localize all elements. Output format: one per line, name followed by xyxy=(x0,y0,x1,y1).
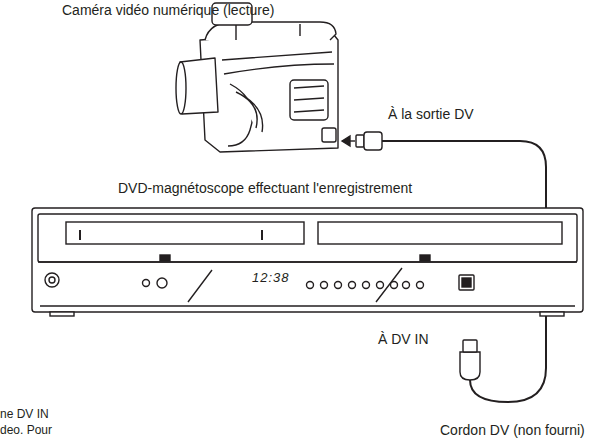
cable-label: Cordon DV (non fourni) xyxy=(440,422,585,438)
dvd-recorder xyxy=(32,208,583,316)
cropped-note: deo. Pour xyxy=(0,423,52,437)
port-label: À DV IN xyxy=(378,331,429,347)
device-label: Caméra vidéo numérique (lecture) xyxy=(62,2,274,18)
port-label: À la sortie DV xyxy=(388,106,474,122)
camcorder xyxy=(176,3,338,152)
display-text: 12:38 xyxy=(252,270,290,286)
device-label: DVD-magnétoscope effectuant l'enregistre… xyxy=(118,180,412,196)
cropped-note: ne DV IN xyxy=(0,407,49,421)
